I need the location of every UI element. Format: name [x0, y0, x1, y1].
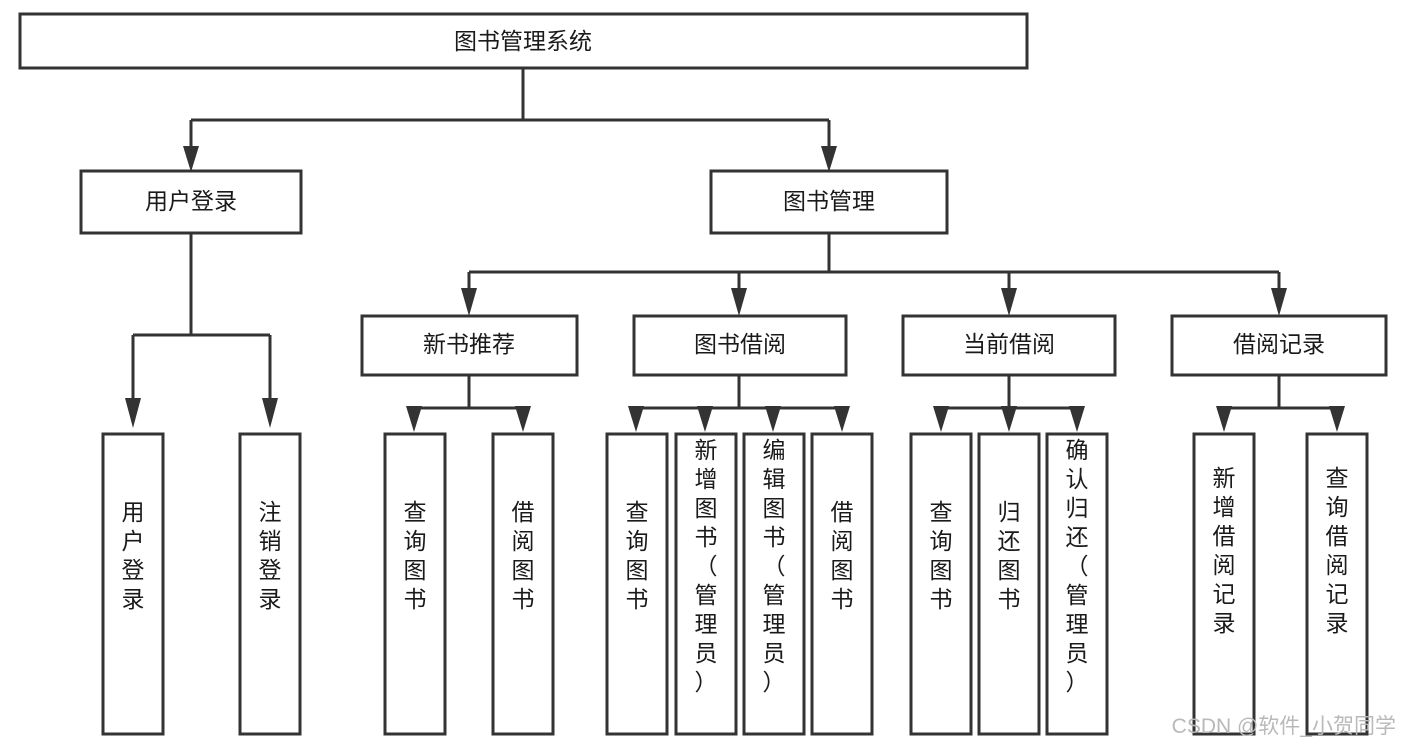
arrow-head-leaf-add-book — [697, 406, 713, 432]
node-borrow-record[interactable]: 借阅记录 — [1170, 314, 1388, 377]
arrow-head-bookmgmt — [821, 146, 837, 172]
node-leaf-borrow-book-1-box[interactable] — [491, 432, 555, 736]
arrow-head-borrow-record — [1271, 288, 1287, 316]
node-leaf-logout-login-box[interactable] — [238, 432, 302, 736]
node-leaf-user-login[interactable]: 用户登录 — [101, 432, 165, 736]
csdn-watermark: CSDN @软件_小贺同学 — [1172, 715, 1396, 738]
node-book-management-box[interactable] — [709, 169, 949, 235]
node-leaf-return-book-label: 归还图书 — [998, 499, 1021, 612]
node-leaf-query-book-3-label: 查询图书 — [930, 499, 953, 612]
arrow-head-current-borrow — [1001, 288, 1017, 316]
node-current-borrow-label: 当前借阅 — [963, 331, 1055, 357]
node-leaf-borrow-book-1[interactable]: 借阅图书 — [491, 432, 555, 736]
arrow-head-leaf-confirm-return — [1069, 406, 1085, 432]
node-leaf-return-book-box[interactable] — [977, 432, 1041, 736]
node-book-borrow-box[interactable] — [632, 314, 848, 377]
node-leaf-query-record[interactable]: 查询借阅记录 — [1305, 432, 1369, 736]
node-leaf-add-book-box[interactable] — [674, 432, 738, 736]
arrow-head-leaf-borrow-book-1 — [515, 406, 531, 432]
arrow-head-leaf-query-record — [1329, 406, 1345, 432]
node-new-book-recommend-box[interactable] — [360, 314, 579, 377]
node-leaf-query-book-2-box[interactable] — [605, 432, 669, 736]
node-leaf-add-record-label: 新增借阅记录 — [1213, 465, 1236, 636]
node-leaf-logout-login-label: 注销登录 — [259, 499, 282, 612]
node-leaf-confirm-return[interactable]: 确认归还（管理员） — [1045, 432, 1109, 736]
node-leaf-query-book-3[interactable]: 查询图书 — [909, 432, 973, 736]
connector-group — [125, 68, 1345, 432]
node-leaf-borrow-book-1-label: 借阅图书 — [512, 499, 535, 612]
arrow-head-leaf-add-record — [1216, 406, 1232, 432]
arrow-head-leaf-edit-book — [765, 406, 781, 432]
node-current-borrow[interactable]: 当前借阅 — [901, 314, 1117, 377]
node-leaf-add-record-box[interactable] — [1192, 432, 1256, 736]
arrow-head-leaf-logout-login — [262, 398, 278, 428]
node-book-management-label: 图书管理 — [783, 188, 875, 214]
node-leaf-query-book-3-box[interactable] — [909, 432, 973, 736]
node-leaf-query-book-1-label: 查询图书 — [404, 499, 427, 612]
node-root-box[interactable] — [18, 12, 1029, 70]
node-user-login-box[interactable] — [79, 169, 303, 235]
node-leaf-add-record[interactable]: 新增借阅记录 — [1192, 432, 1256, 736]
node-current-borrow-box[interactable] — [901, 314, 1117, 377]
node-new-book-recommend-label: 新书推荐 — [423, 331, 515, 357]
node-new-book-recommend[interactable]: 新书推荐 — [360, 314, 579, 377]
node-leaf-user-login-box[interactable] — [101, 432, 165, 736]
node-book-borrow-label: 图书借阅 — [694, 331, 786, 357]
arrow-head-leaf-query-book-1 — [406, 406, 422, 432]
node-leaf-query-book-1[interactable]: 查询图书 — [383, 432, 447, 736]
node-user-login[interactable]: 用户登录 — [79, 169, 303, 235]
node-leaf-borrow-book-2-box[interactable] — [810, 432, 874, 736]
node-leaf-confirm-return-label: 确认归还（管理员） — [1066, 437, 1089, 695]
node-leaf-query-book-1-box[interactable] — [383, 432, 447, 736]
node-book-borrow[interactable]: 图书借阅 — [632, 314, 848, 377]
node-book-management[interactable]: 图书管理 — [709, 169, 949, 235]
node-leaf-query-book-2[interactable]: 查询图书 — [605, 432, 669, 736]
node-borrow-record-label: 借阅记录 — [1233, 331, 1325, 357]
arrow-head-userlogin — [183, 146, 199, 172]
node-leaf-borrow-book-2-label: 借阅图书 — [831, 499, 854, 612]
node-root[interactable]: 图书管理系统 — [18, 12, 1029, 70]
node-leaf-borrow-book-2[interactable]: 借阅图书 — [810, 432, 874, 736]
node-leaf-edit-book-box[interactable] — [742, 432, 806, 736]
node-leaf-query-record-label: 查询借阅记录 — [1326, 465, 1349, 636]
node-root-label: 图书管理系统 — [454, 28, 592, 54]
node-borrow-record-box[interactable] — [1170, 314, 1388, 377]
node-user-login-label: 用户登录 — [145, 188, 237, 214]
arrow-head-leaf-borrow-book-2 — [834, 406, 850, 432]
node-leaf-query-book-2-label: 查询图书 — [626, 499, 649, 612]
node-leaf-add-book[interactable]: 新增图书（管理员） — [674, 432, 738, 736]
node-leaf-logout-login[interactable]: 注销登录 — [238, 432, 302, 736]
node-leaf-edit-book-label: 编辑图书（管理员） — [763, 437, 786, 695]
arrow-head-leaf-return-book — [1001, 406, 1017, 432]
arrow-head-leaf-query-book-2 — [628, 406, 644, 432]
node-leaf-edit-book[interactable]: 编辑图书（管理员） — [742, 432, 806, 736]
node-leaf-confirm-return-box[interactable] — [1045, 432, 1109, 736]
node-leaf-query-record-box[interactable] — [1305, 432, 1369, 736]
node-leaf-user-login-label: 用户登录 — [122, 499, 145, 612]
node-leaf-return-book[interactable]: 归还图书 — [977, 432, 1041, 736]
arrow-head-leaf-query-book-3 — [933, 406, 949, 432]
arrow-head-new-book-recommend — [461, 288, 477, 316]
arrow-head-book-borrow — [731, 288, 747, 316]
arrow-head-leaf-user-login — [125, 398, 141, 428]
node-leaf-add-book-label: 新增图书（管理员） — [695, 437, 718, 695]
